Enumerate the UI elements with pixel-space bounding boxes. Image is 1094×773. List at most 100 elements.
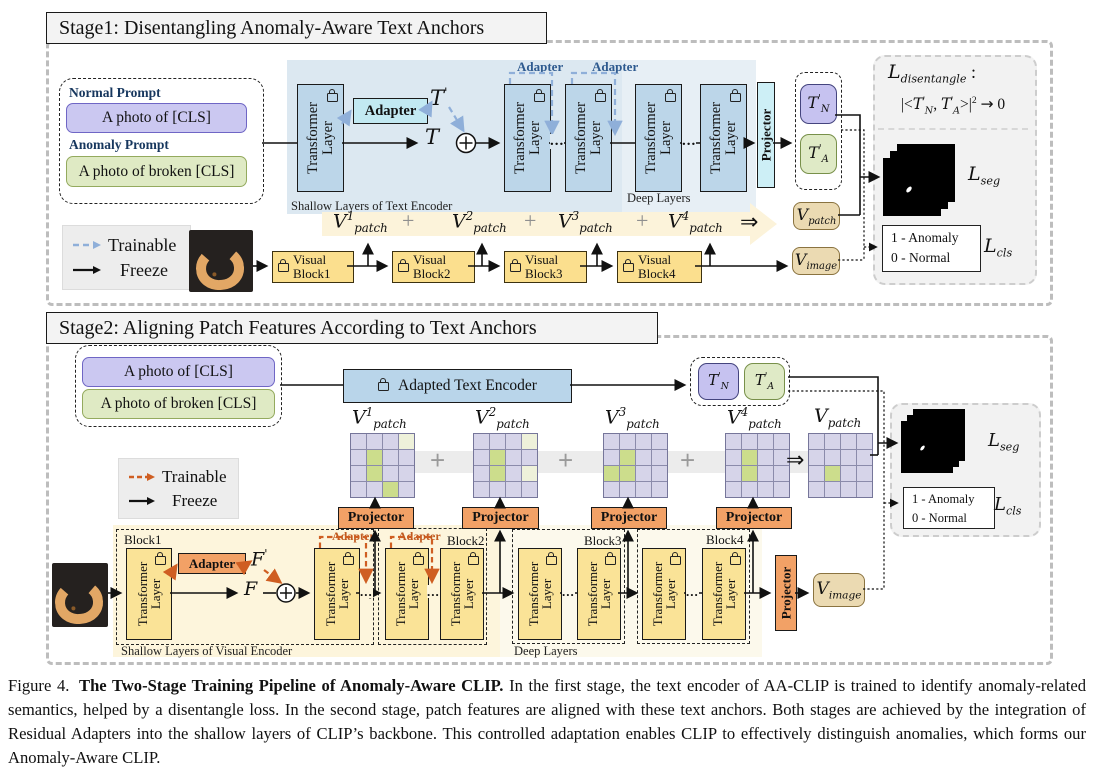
v-patch-box: Vpatch [793, 202, 840, 230]
lock-icon [155, 552, 166, 565]
ellipsis: ... [682, 133, 697, 149]
f-label: F [244, 578, 258, 600]
block4-label: Block4 [706, 532, 744, 547]
ellipsis: ... [562, 584, 575, 599]
tl-text: Transformer [304, 102, 321, 174]
deep-layers-caption: Deep Layers [627, 191, 691, 205]
lock-icon [510, 258, 521, 272]
block2-box [378, 528, 487, 645]
patch-grid-1 [350, 433, 415, 498]
lock-icon [378, 377, 390, 391]
anomaly-anchor-box: T'A [800, 134, 837, 174]
shallow-visual-caption: Shallow Layers of Visual Encoder [121, 644, 293, 658]
caption-prefix: Figure 4. [8, 676, 70, 695]
grid-v3-label: V3patch [605, 405, 660, 432]
adapter-text: Adapter [364, 102, 417, 119]
grid-v-label: Vpatch [814, 405, 862, 430]
stage2-legend: Trainable Freeze [118, 458, 239, 519]
normal-prompt-box: A photo of [CLS] [66, 103, 247, 133]
lock-icon [670, 552, 681, 565]
grid-v2-label: V2patch [475, 405, 530, 432]
lock-icon [327, 89, 338, 102]
adapter-box: Adapter [353, 98, 428, 124]
anomaly-prompt-label: Anomaly Prompt [69, 137, 169, 152]
seg-loss-label: Lseg [968, 163, 1001, 188]
caption-body: In the first stage, the text encoder of … [8, 676, 1087, 767]
projector-3: Projector [591, 507, 667, 529]
tl-text: Layer [319, 121, 336, 155]
stage2-input-image [52, 563, 108, 627]
patch-grid-5 [808, 433, 873, 498]
grid-v4-label: V4patch [727, 405, 782, 432]
stage2-normal-prompt-box: A photo of [CLS] [82, 357, 275, 387]
implies-arrow: ⇒ [740, 210, 759, 235]
block4-box [637, 529, 750, 644]
segmentation-mask-stack [883, 144, 957, 218]
stage1-prompt-group [59, 78, 264, 204]
block3-label: Block3 [584, 533, 622, 548]
stage2-anomaly-prompt-box: A photo of broken [CLS] [82, 389, 275, 419]
disentangle-formula: |<T'N, T'A>|2 → 0 [900, 95, 1006, 117]
lock-icon [730, 89, 741, 102]
projector-2: Projector [462, 507, 539, 529]
stage2-title: Stage2: Aligning Patch Features Accordin… [46, 312, 658, 344]
ellipsis: ... [360, 584, 373, 599]
stage1-title-text: Stage1: Disentangling Anomaly-Aware Text… [59, 16, 485, 39]
block1-label: Block1 [124, 532, 162, 547]
lock-icon [605, 552, 616, 565]
v3-patch-label: V3patch [558, 209, 613, 236]
normal-prompt-label: Normal Prompt [69, 85, 161, 100]
freeze-arrow-icon [73, 266, 101, 274]
t-label: T [425, 125, 440, 149]
t-prime-label: T' [430, 86, 448, 110]
stage2-title-text: Stage2: Aligning Patch Features Accordin… [59, 316, 537, 339]
lock-icon [730, 552, 741, 565]
cashew-nut [194, 244, 246, 292]
plus-sign: + [558, 445, 574, 475]
v2-patch-label: V2patch [452, 209, 507, 236]
adapted-text-encoder-box: Adapted Text Encoder [343, 369, 572, 403]
plus-sign: + [430, 445, 446, 475]
projector-box: Projector [757, 82, 775, 188]
projector-1: Projector [338, 507, 414, 529]
freeze-arrow-icon [129, 496, 155, 505]
anomaly-speck [919, 444, 926, 452]
f-prime-label: F' [251, 547, 268, 571]
grid-v1-label: V1patch [352, 405, 407, 432]
implies-arrow: ⇒ [786, 448, 805, 473]
ellipsis: ... [686, 584, 699, 599]
adapter-loop-label: Adapter [398, 529, 441, 543]
stage2-prompt-group [75, 345, 282, 427]
lock-icon [278, 258, 289, 272]
plus-sign: + [402, 208, 415, 233]
patch-grid-2 [473, 433, 538, 498]
freeze-label: Freeze [120, 259, 168, 280]
stage1-legend: Trainable Freeze [62, 225, 191, 290]
normal-anchor-box: T'N [800, 84, 837, 124]
ellipsis: ... [550, 133, 565, 149]
patch-grid-4 [725, 433, 790, 498]
figure-caption: Figure 4. The Two-Stage Training Pipelin… [8, 674, 1086, 770]
ellipsis: ... [427, 584, 440, 599]
v1-patch-label: V1patch [333, 209, 388, 236]
block3-box [512, 529, 625, 644]
anomaly-prompt-text: A photo of broken [CLS] [78, 162, 235, 180]
cls-target-box: 1 - Anomaly 0 - Normal [903, 487, 995, 529]
lock-icon [534, 89, 545, 102]
stage1-border [46, 40, 1053, 306]
trainable-arrow-icon [129, 472, 155, 481]
patch-grid-3 [603, 433, 668, 498]
stage2-anomaly-anchor: T'A [744, 363, 785, 400]
panel-divider [878, 128, 1028, 130]
